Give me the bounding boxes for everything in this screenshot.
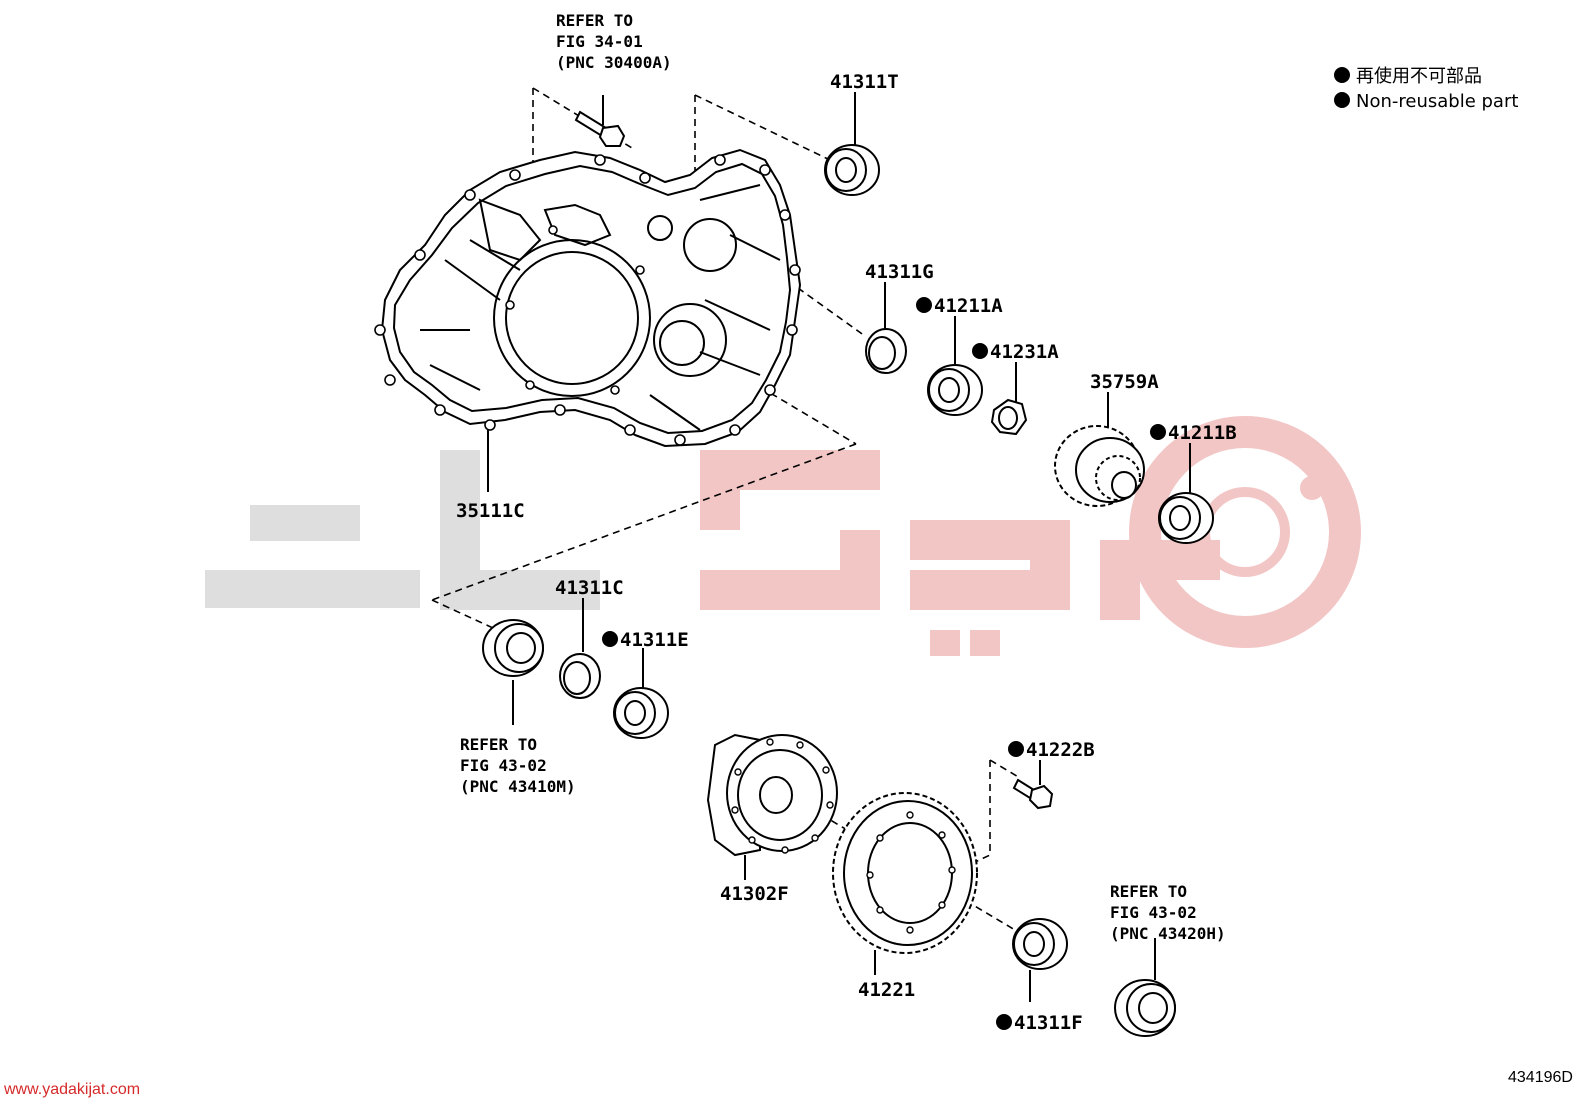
label-41311C: 41311C [555, 577, 624, 599]
bearing-41311E [613, 648, 669, 739]
legend-japanese: 再使用不可部品 [1356, 66, 1482, 87]
bearing-41211A [927, 316, 983, 416]
non-reusable-marker [1008, 741, 1024, 757]
ring-gear-bolt-41222B [1012, 760, 1054, 810]
refer-right-line2: FIG 43-02 [1110, 903, 1197, 922]
refer-note-right: REFER TO FIG 43-02 (PNC 43420H) [1110, 882, 1226, 943]
oil-seal-41311C [559, 598, 601, 699]
legend-english: Non-reusable part [1356, 91, 1518, 112]
transmission-case [374, 148, 802, 448]
refer-right-line3: (PNC 43420H) [1110, 924, 1226, 943]
label-41222B: 41222B [1026, 739, 1095, 761]
label-41311F: 41311F [1014, 1012, 1083, 1034]
label-41302F: 41302F [720, 883, 789, 905]
label-41231A: 41231A [990, 341, 1059, 363]
nut-41231A [990, 362, 1028, 436]
gear-35759A [1054, 392, 1145, 507]
label-41311G: 41311G [865, 261, 934, 283]
non-reusable-marker [996, 1014, 1012, 1030]
label-41311E: 41311E [620, 629, 689, 651]
seal-left-refer [482, 619, 544, 725]
legend-dot-icon [1334, 92, 1350, 108]
bearing-41311T [824, 92, 880, 196]
label-41221: 41221 [858, 979, 915, 1001]
refer-right-line1: REFER TO [1110, 882, 1187, 901]
ring-gear-41221 [832, 792, 978, 975]
seal-right-refer [1114, 938, 1176, 1037]
refer-note-top: REFER TO FIG 34-01 (PNC 30400A) [556, 11, 672, 72]
refer-note-left: REFER TO FIG 43-02 (PNC 43410M) [460, 735, 576, 796]
label-35111C: 35111C [456, 500, 525, 522]
watermark-logo [205, 416, 1361, 656]
refer-left-line2: FIG 43-02 [460, 756, 547, 775]
label-35759A: 35759A [1090, 371, 1159, 393]
non-reusable-marker [602, 631, 618, 647]
refer-top-line1: REFER TO [556, 11, 633, 30]
diagram-code: 434196D [1508, 1069, 1573, 1086]
website-link[interactable]: www.yadakijat.com [3, 1081, 140, 1098]
case-bolt [574, 95, 626, 147]
non-reusable-marker [1150, 424, 1166, 440]
refer-top-line2: FIG 34-01 [556, 32, 643, 51]
label-41211A: 41211A [934, 295, 1003, 317]
oil-seal-41311G [865, 282, 907, 374]
bearing-41211B [1158, 443, 1214, 544]
label-41211B: 41211B [1168, 422, 1237, 444]
refer-top-line3: (PNC 30400A) [556, 53, 672, 72]
part-labels: 41311T 41311G 41211A 41231A 35759A 41211… [456, 71, 1237, 1034]
label-41311T: 41311T [830, 71, 899, 93]
refer-left-line1: REFER TO [460, 735, 537, 754]
non-reusable-marker [916, 297, 932, 313]
legend: 再使用不可部品 Non-reusable part [1334, 66, 1518, 112]
legend-dot-icon [1334, 67, 1350, 83]
refer-left-line3: (PNC 43410M) [460, 777, 576, 796]
bearing-41311F [1012, 918, 1068, 1002]
non-reusable-marker [972, 343, 988, 359]
differential-case-41302F [706, 733, 838, 880]
